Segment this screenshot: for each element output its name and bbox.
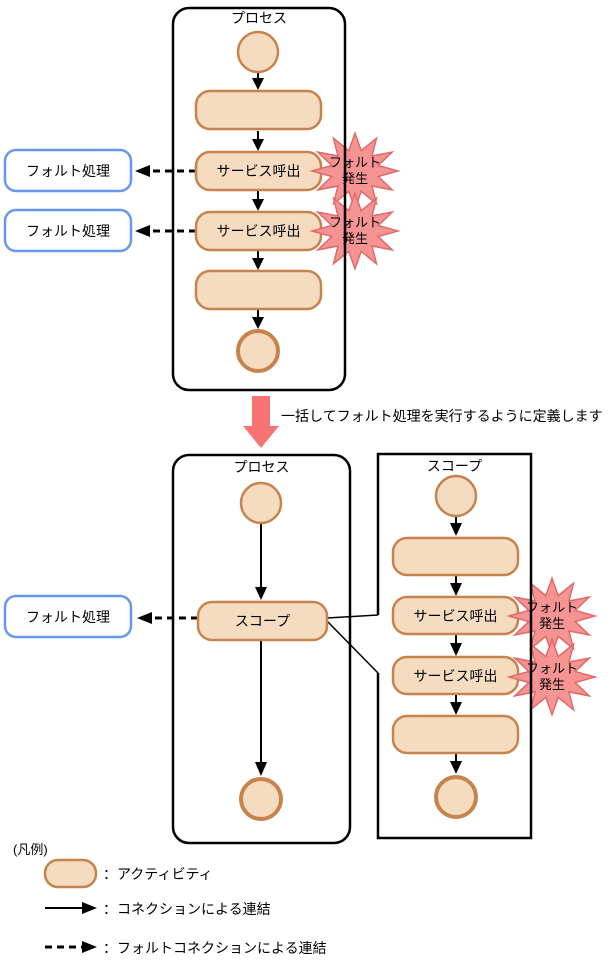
- top-process-container: [171, 6, 347, 392]
- bottom-left-arrowheads: [255, 587, 267, 776]
- bottom-fault-arrowhead: [137, 612, 152, 624]
- scope-start-circle: [434, 474, 478, 518]
- scope-expansion-lines: [326, 614, 379, 674]
- top-fault-handler-1-label: フォルト処理: [26, 162, 110, 179]
- top-service-call-1-label: サービス呼出: [216, 163, 301, 179]
- legend-title: (凡例): [13, 842, 48, 857]
- top-fault-connections: [150, 169, 196, 233]
- top-fault-arrowheads: [135, 165, 150, 237]
- legend-activity-icon: [43, 858, 98, 889]
- top-service-call-2-label: サービス呼出: [216, 223, 301, 239]
- scope-activity-2: [391, 714, 520, 755]
- transition-arrow-icon: [243, 396, 279, 448]
- scope-fault-burst-2-label: フォルト 発生: [525, 661, 578, 692]
- top-process-label: プロセス: [231, 10, 287, 26]
- bottom-fault-handler-box: [3, 594, 133, 639]
- bottom-start-circle: [239, 481, 283, 525]
- scope-service-call-2-label: サービス呼出: [413, 667, 498, 684]
- top-fault-handler-2-box: [3, 208, 133, 253]
- top-fault-handler-1-box: [3, 148, 133, 193]
- legend-connection-label: ：コネクションによる連結: [103, 901, 271, 917]
- bottom-process-label: プロセス: [233, 459, 290, 475]
- legend-connection-arrowhead: [82, 902, 97, 914]
- top-start-circle: [236, 30, 280, 74]
- legend-fault-connection-arrowhead: [82, 941, 97, 953]
- scope-activity-1: [391, 536, 520, 577]
- scope-fault-burst-1-label: フォルト 発生: [525, 600, 578, 631]
- bottom-process-container: [171, 453, 352, 845]
- scope-service-call-1-label: サービス呼出: [413, 607, 498, 624]
- bottom-fault-handler-label: フォルト処理: [26, 608, 110, 625]
- legend-activity-label: ：アクティビティ: [103, 866, 213, 882]
- top-end-circle: [236, 329, 280, 373]
- scope-end-circle: [434, 775, 478, 819]
- transition-caption: 一括してフォルト処理を実行するように定義します: [281, 408, 603, 424]
- scope-container: [376, 452, 533, 840]
- scope-activity-label: スコープ: [234, 613, 291, 629]
- legend-fault-connection-label: ：フォルトコネクションによる連結: [103, 940, 327, 956]
- top-fault-burst-1-label: フォルト 発生: [328, 155, 381, 186]
- top-fault-burst-2-label: フォルト 発生: [328, 215, 381, 246]
- bottom-end-circle: [239, 777, 283, 821]
- top-activity-1: [194, 89, 323, 131]
- scope-arrowheads: [450, 523, 462, 774]
- top-activity-2: [194, 269, 323, 311]
- top-fault-handler-2-label: フォルト処理: [26, 222, 110, 239]
- scope-container-label: スコープ: [426, 458, 483, 474]
- scope-activity-box: [196, 600, 329, 642]
- top-arrowheads: [252, 78, 264, 329]
